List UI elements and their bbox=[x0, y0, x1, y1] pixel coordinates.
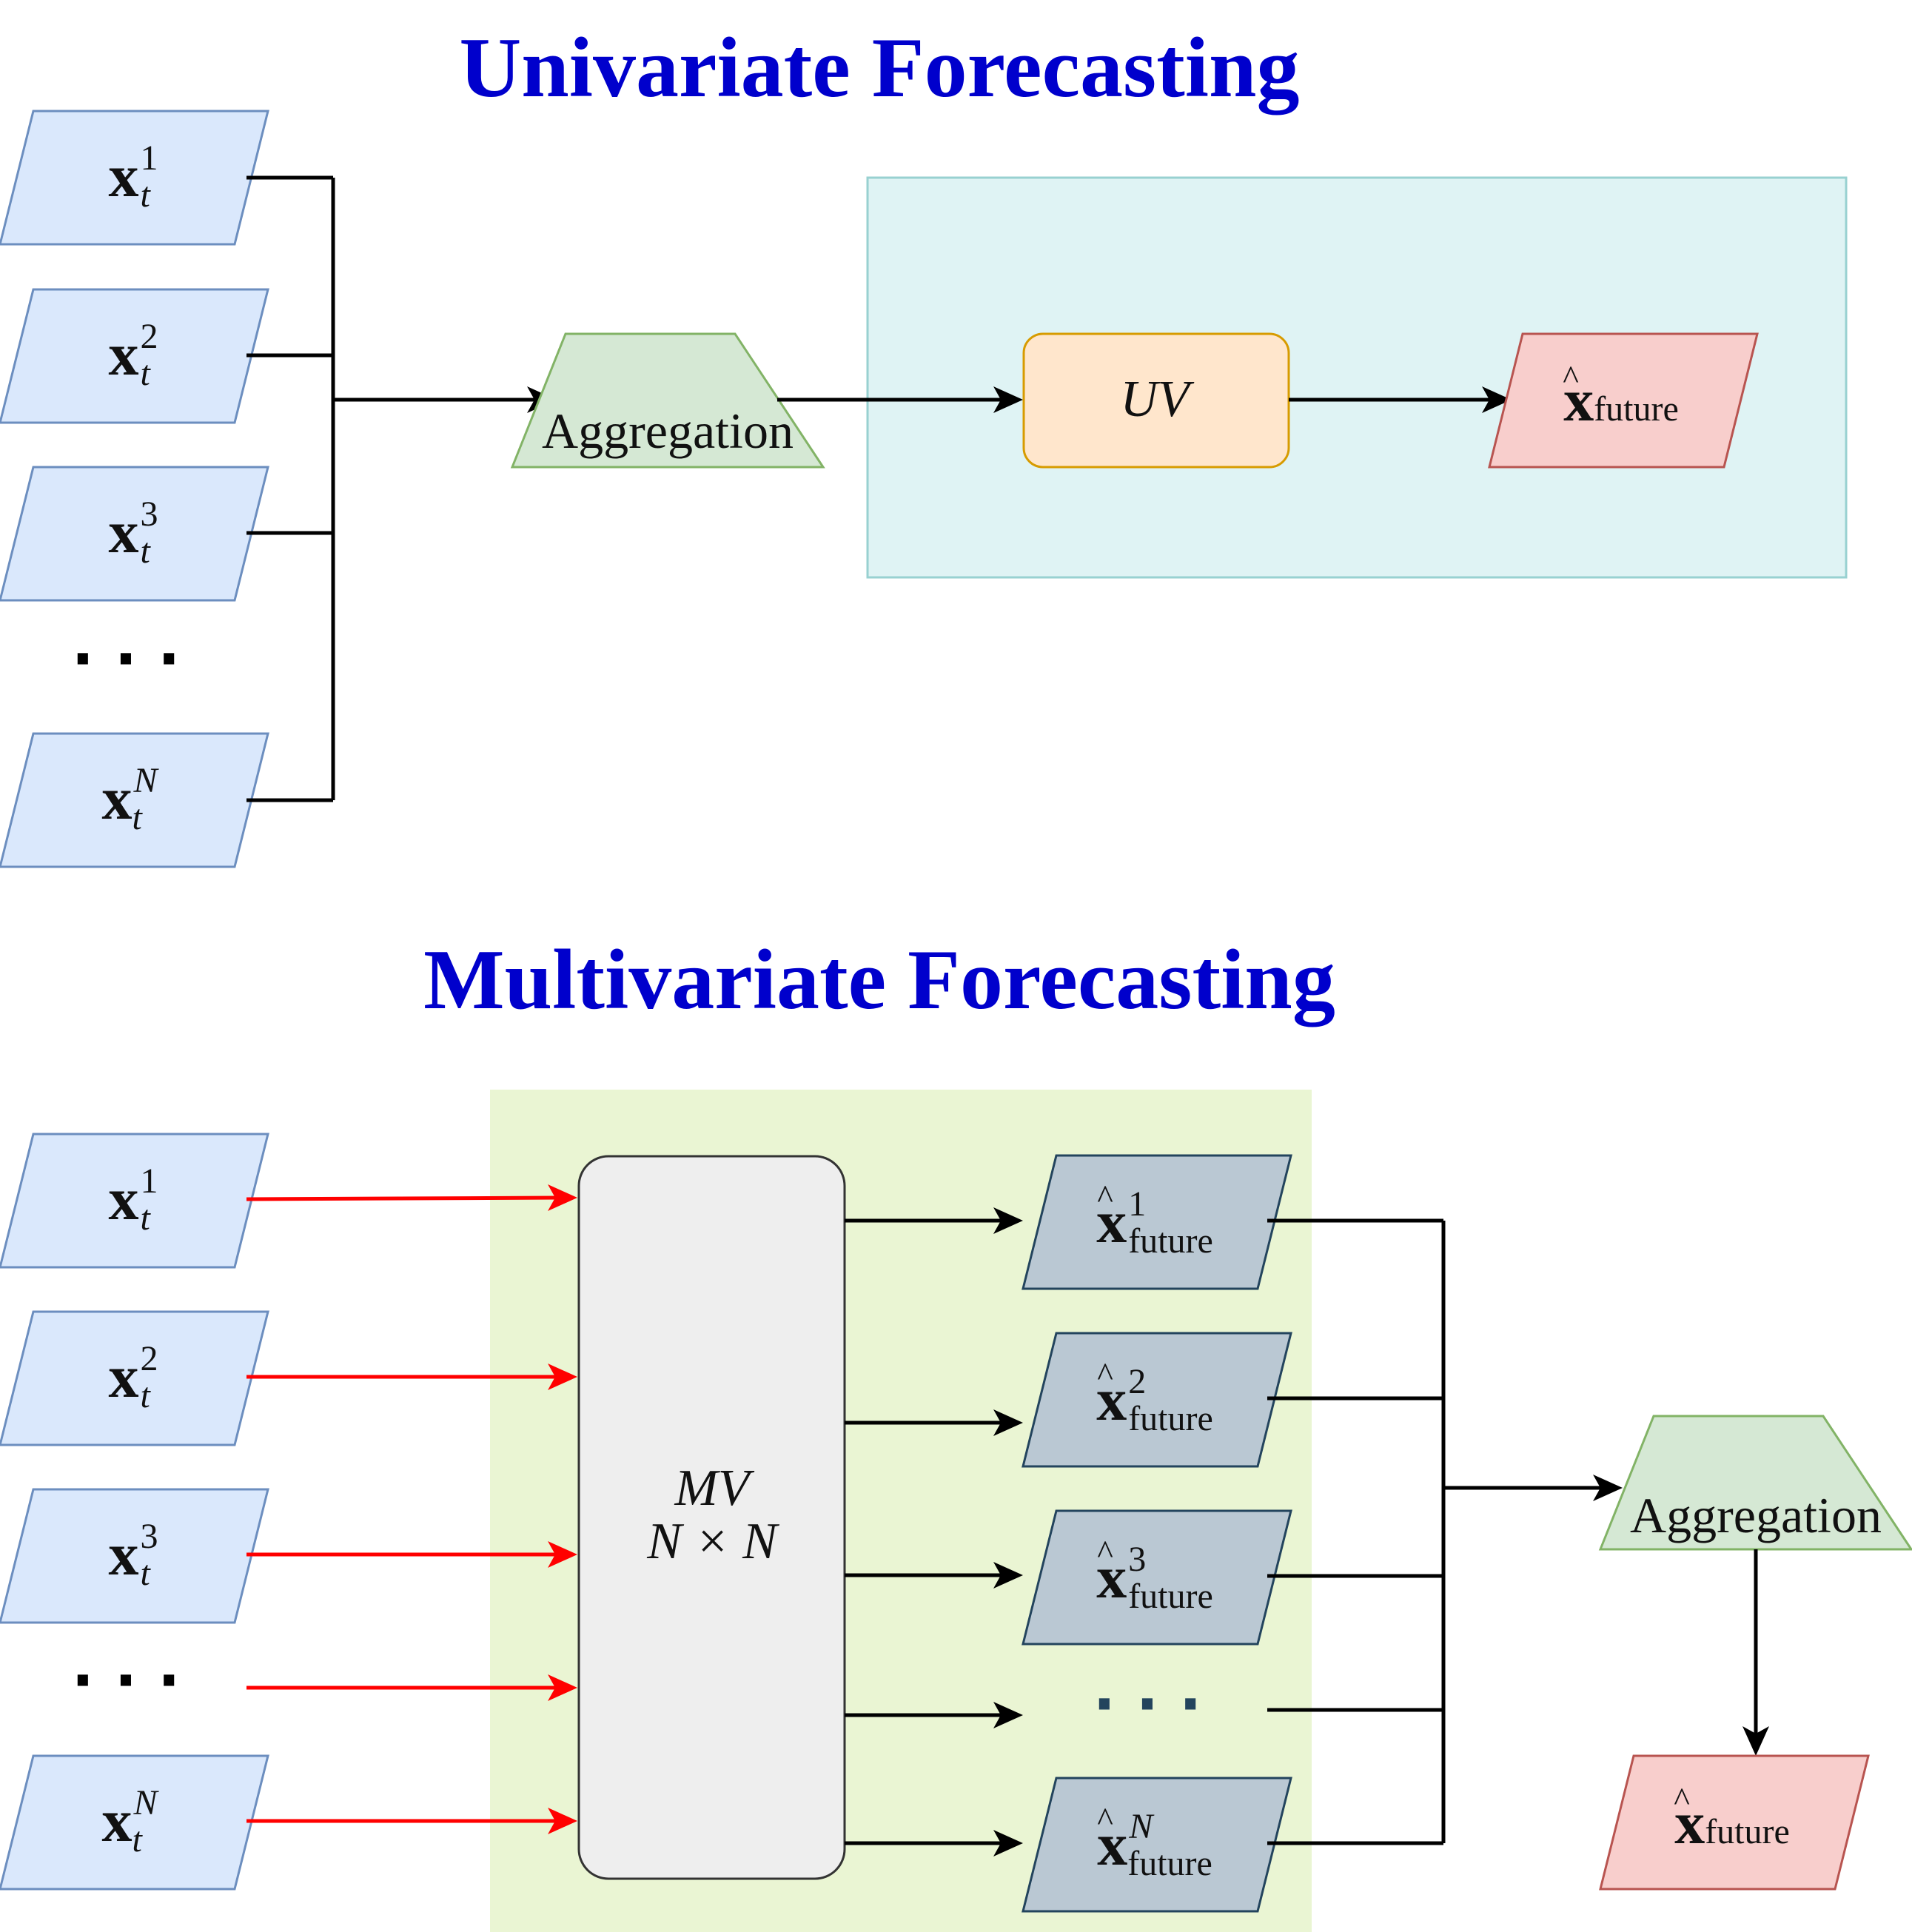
mv-output-label: xfuture bbox=[1674, 1789, 1790, 1856]
mv-forecast-3-hat: ^ bbox=[1097, 1533, 1113, 1571]
mv-output-arrows bbox=[845, 1207, 1023, 1856]
uv-aggregation-label: Aggregation bbox=[542, 403, 794, 459]
uv-aggregation: Aggregation bbox=[510, 332, 825, 469]
multivariate-title: Multivariate Forecasting bbox=[423, 933, 1335, 1027]
uv-model-box: UV bbox=[1022, 332, 1290, 469]
mv-output: xfuture ^ bbox=[1599, 1754, 1870, 1891]
mv-aggregation: Aggregation bbox=[1598, 1415, 1912, 1551]
mv-arrowhead-output bbox=[1742, 1726, 1769, 1756]
mv-arrowhead-agg bbox=[1593, 1475, 1623, 1501]
uv-input-bracket bbox=[246, 175, 335, 802]
uv-arrowhead-2 bbox=[993, 386, 1023, 413]
uv-model-label: UV bbox=[1120, 371, 1195, 428]
uv-input-ellipsis: · · · bbox=[72, 625, 181, 694]
uv-output-hat: ^ bbox=[1563, 358, 1579, 396]
mv-input-arrows bbox=[246, 1184, 577, 1834]
mv-model-box: MV N × N bbox=[577, 1155, 846, 1880]
mv-forecast-N-hat: ^ bbox=[1097, 1800, 1113, 1838]
mv-model-label-line2: N × N bbox=[646, 1513, 779, 1570]
mv-forecast-ellipsis: · · · bbox=[1093, 1670, 1202, 1739]
mv-forecast-1-hat: ^ bbox=[1097, 1178, 1113, 1215]
mv-input-ellipsis: · · · bbox=[72, 1646, 181, 1715]
mv-forecast-bracket bbox=[1267, 1218, 1446, 1845]
mv-aggregation-label: Aggregation bbox=[1630, 1487, 1882, 1543]
mv-forecast-2-hat: ^ bbox=[1097, 1355, 1113, 1393]
mv-output-hat: ^ bbox=[1674, 1780, 1690, 1818]
mv-model-label-line1: MV bbox=[674, 1460, 754, 1517]
uv-output-label: xfuture bbox=[1563, 366, 1679, 434]
univariate-title: Univariate Forecasting bbox=[459, 21, 1299, 115]
uv-output: xfuture ^ bbox=[1488, 332, 1759, 469]
uv-arrowhead-3 bbox=[1482, 386, 1512, 413]
